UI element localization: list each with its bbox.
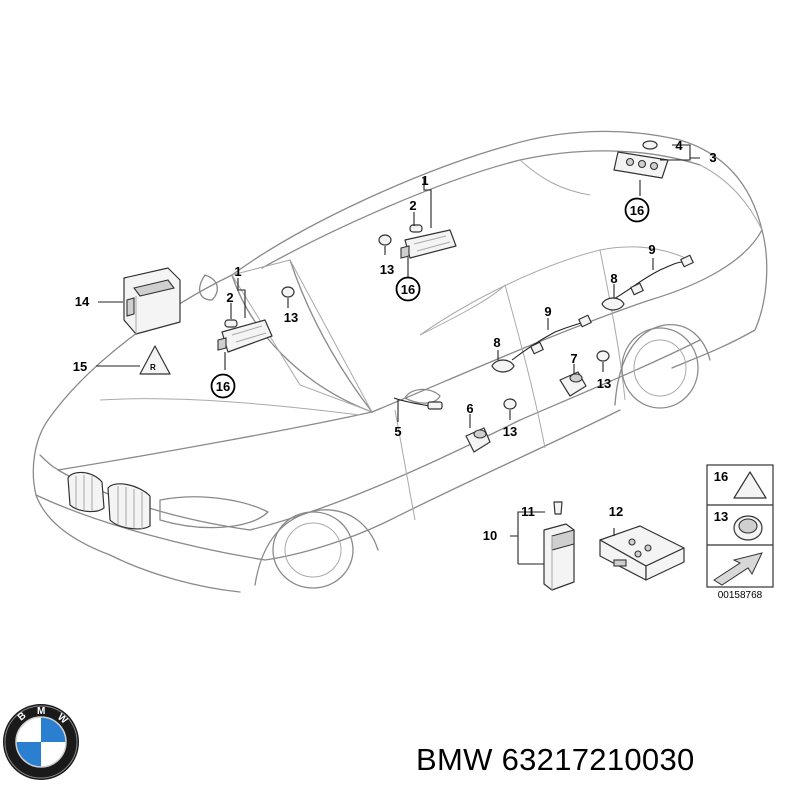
part-1-lamp-middle xyxy=(400,229,457,259)
callout-5: 5 xyxy=(394,424,401,439)
svg-text:M: M xyxy=(37,706,45,717)
part-9-cable-front xyxy=(511,314,592,361)
callout-7: 7 xyxy=(570,351,577,366)
callout-16-front: 16 xyxy=(210,373,236,399)
part-14-module xyxy=(123,267,181,335)
part-8-door-lamp-front xyxy=(491,359,515,373)
callout-8-rear: 8 xyxy=(610,271,617,286)
part-12-module xyxy=(599,525,685,581)
leader-lines xyxy=(96,144,700,565)
legend-13-label: 13 xyxy=(714,509,728,524)
part-2-bulb-front xyxy=(224,319,238,328)
callout-16-middle: 16 xyxy=(395,276,421,302)
callout-11: 11 xyxy=(521,504,535,519)
callout-14: 14 xyxy=(75,294,90,309)
callout-13-front-door: 13 xyxy=(503,424,517,439)
part-13-grommet-middle xyxy=(378,234,392,246)
callout-2-front: 2 xyxy=(226,290,233,305)
part-7-button xyxy=(559,371,587,397)
legend-16-label: 16 xyxy=(714,469,728,484)
callout-3: 3 xyxy=(709,150,716,165)
part-5-mirror-cable xyxy=(393,397,443,410)
part-number: 63217210030 xyxy=(501,742,695,777)
callout-1-middle: 1 xyxy=(421,173,428,188)
callout-4: 4 xyxy=(675,138,683,153)
brand-name: BMW xyxy=(416,742,493,777)
callout-9-rear: 9 xyxy=(648,242,655,257)
part-13-grommet-rear-door xyxy=(596,350,610,362)
part-15-warning-label: R xyxy=(139,345,171,375)
callout-16-rear: 16 xyxy=(624,197,650,223)
legend-box: 16 13 00158768 xyxy=(706,464,774,601)
callout-13-front: 13 xyxy=(284,310,298,325)
callout-13-rear-door: 13 xyxy=(597,376,611,391)
callout-labels: 1 2 13 1 2 13 14 15 4 3 9 8 9 8 7 13 6 1… xyxy=(73,138,717,543)
drawing-number: 00158768 xyxy=(718,590,763,601)
part-4-rear-bulb xyxy=(642,140,658,150)
svg-text:16: 16 xyxy=(401,282,415,297)
car-outline xyxy=(32,130,768,593)
callout-13-middle: 13 xyxy=(380,262,394,277)
bmw-logo: B M W xyxy=(3,704,79,780)
legend-arrow-icon xyxy=(713,552,763,586)
part-number-caption: BMW 63217210030 xyxy=(416,742,695,778)
callout-12: 12 xyxy=(609,504,623,519)
callout-2-middle: 2 xyxy=(409,198,416,213)
callout-15: 15 xyxy=(73,359,87,374)
callout-8-front: 8 xyxy=(493,335,500,350)
svg-text:R: R xyxy=(150,363,156,372)
part-1-lamp-front xyxy=(217,319,273,353)
part-6-button xyxy=(465,427,491,453)
callout-9-front: 9 xyxy=(544,304,551,319)
callout-6: 6 xyxy=(466,401,473,416)
part-10-battery xyxy=(543,523,575,591)
part-13-grommet-front-door xyxy=(503,398,517,410)
part-8-door-lamp-rear xyxy=(601,297,625,311)
callout-10: 10 xyxy=(483,528,497,543)
svg-text:16: 16 xyxy=(216,379,230,394)
svg-text:16: 16 xyxy=(630,203,644,218)
legend-warning-triangle-icon xyxy=(733,471,767,499)
part-3-rear-lamp-panel xyxy=(613,151,669,179)
part-11-bulb xyxy=(553,501,563,515)
callout-1-front: 1 xyxy=(234,264,241,279)
part-2-bulb-middle xyxy=(409,224,423,233)
part-9-cable-rear xyxy=(611,254,694,301)
part-13-grommet-front xyxy=(281,286,295,298)
